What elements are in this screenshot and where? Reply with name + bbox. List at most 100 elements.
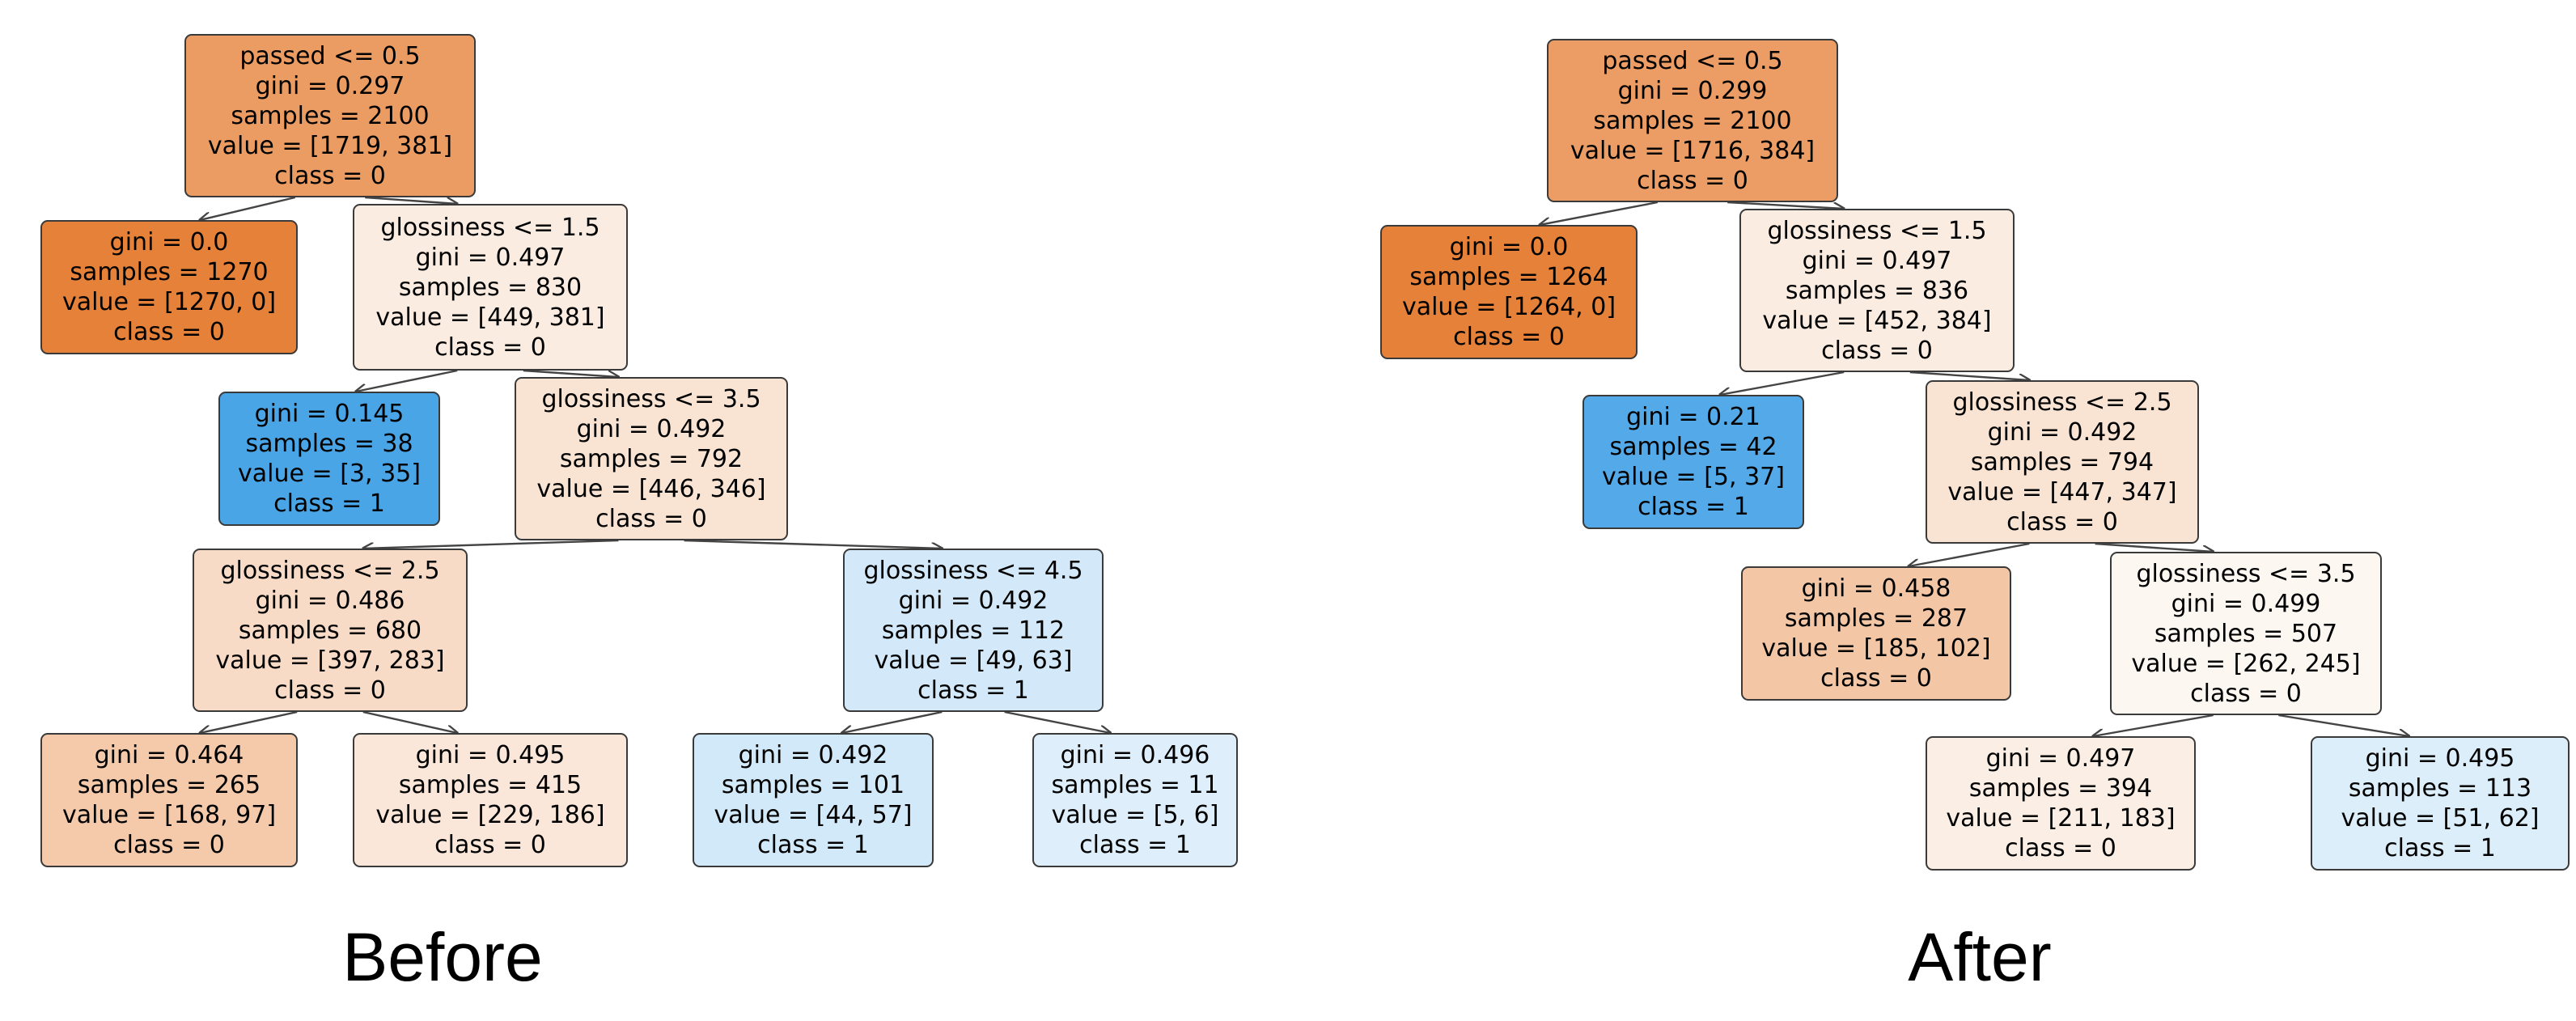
edge-b6-b9 — [842, 710, 943, 733]
node-text-line: class = 0 — [113, 318, 225, 346]
edge-a2-a3 — [1720, 371, 1845, 395]
node-text-line: value = [3, 35] — [238, 460, 421, 488]
node-text-line: value = [1716, 384] — [1570, 136, 1815, 165]
node-text-line: samples = 2100 — [231, 101, 430, 130]
edge-a6-a8 — [2278, 714, 2409, 736]
node-text-line: gini = 0.497 — [1985, 744, 2136, 773]
edge-b0-b2 — [365, 196, 457, 204]
node-text-line: samples = 11 — [1051, 771, 1219, 799]
node-text-line: class = 0 — [2190, 679, 2302, 708]
node-text-line: gini = 0.492 — [738, 741, 888, 769]
node-text-line: gini = 0.496 — [1060, 741, 1210, 769]
node-text-line: value = [5, 6] — [1051, 801, 1219, 829]
node-text-line: value = [1270, 0] — [61, 288, 277, 316]
node-text-line: gini = 0.492 — [1987, 417, 2137, 447]
node-text-line: glossiness <= 3.5 — [2136, 559, 2356, 588]
edge-a2-a4 — [1909, 371, 2030, 380]
edge-b4-b6 — [684, 539, 943, 549]
node-text-line: class = 0 — [1637, 166, 1748, 195]
node-text-line: gini = 0.495 — [415, 741, 566, 769]
node-text-line: class = 1 — [1079, 831, 1191, 859]
edge-b0-b1 — [200, 196, 296, 220]
node-text-line: gini = 0.492 — [576, 414, 727, 443]
node-text-line: value = [262, 245] — [2131, 649, 2361, 678]
node-text-line: class = 0 — [274, 676, 386, 705]
node-text-line: gini = 0.497 — [1802, 246, 1952, 275]
node-text-line: samples = 1270 — [70, 258, 269, 286]
node-text-line: gini = 0.464 — [94, 741, 244, 769]
node-text-line: class = 0 — [1821, 336, 1933, 365]
node-text-line: class = 1 — [273, 489, 385, 518]
node-text-line: samples = 394 — [1968, 774, 2153, 803]
node-text-line: value = [447, 347] — [1947, 477, 2177, 506]
node-text-line: samples = 101 — [721, 771, 905, 799]
node-text-line: samples = 112 — [881, 616, 1066, 645]
node-text-line: samples = 1264 — [1409, 263, 1608, 291]
node-text-line: glossiness <= 1.5 — [1767, 216, 1987, 245]
edge-a6-a7 — [2093, 714, 2214, 736]
edge-a0-a1 — [1540, 201, 1659, 225]
node-text-line: value = [449, 381] — [375, 303, 605, 332]
node-text-line: gini = 0.495 — [2365, 744, 2515, 773]
edge-b5-b7 — [200, 710, 298, 733]
edge-b4-b5 — [363, 539, 619, 549]
node-text-line: passed <= 0.5 — [239, 41, 421, 70]
caption-before: Before — [342, 919, 543, 995]
node-text-line: gini = 0.499 — [2171, 589, 2321, 618]
node-text-line: samples = 2100 — [1593, 106, 1792, 135]
node-text-line: class = 1 — [1638, 493, 1749, 521]
node-text-line: samples = 830 — [398, 273, 583, 302]
node-text-line: class = 0 — [274, 161, 386, 190]
node-text-line: samples = 415 — [398, 771, 583, 799]
edge-a4-a6 — [2095, 542, 2214, 552]
edge-b2-b4 — [523, 369, 619, 377]
node-text-line: value = [211, 183] — [1946, 804, 2176, 832]
node-text-line: gini = 0.0 — [109, 228, 229, 256]
node-text-line: value = [1264, 0] — [1401, 293, 1616, 321]
edge-a0-a2 — [1727, 201, 1844, 209]
node-text-line: gini = 0.486 — [255, 586, 405, 615]
node-text-line: glossiness <= 2.5 — [1952, 388, 2172, 417]
node-text-line: samples = 507 — [2154, 619, 2338, 648]
node-text-line: passed <= 0.5 — [1602, 46, 1783, 75]
node-text-line: samples = 794 — [1970, 447, 2154, 477]
node-text-line: glossiness <= 2.5 — [220, 556, 440, 585]
node-text-line: value = [51, 62] — [2341, 804, 2540, 832]
node-text-line: class = 0 — [1820, 664, 1932, 693]
node-text-line: gini = 0.21 — [1626, 403, 1760, 431]
node-text-line: class = 1 — [917, 676, 1029, 705]
edge-b6-b10 — [1004, 710, 1111, 733]
node-text-line: value = [168, 97] — [61, 801, 277, 829]
node-text-line: class = 1 — [757, 831, 869, 859]
node-text-line: samples = 265 — [77, 771, 261, 799]
node-text-line: samples = 287 — [1784, 604, 1968, 633]
node-text-line: gini = 0.145 — [254, 400, 405, 428]
node-text-line: glossiness <= 3.5 — [541, 384, 761, 413]
node-text-line: samples = 836 — [1785, 276, 1969, 305]
node-text-line: gini = 0.297 — [255, 71, 405, 100]
node-text-line: samples = 38 — [245, 430, 413, 458]
node-text-line: class = 0 — [2006, 507, 2118, 536]
node-text-line: value = [229, 186] — [375, 801, 605, 829]
node-text-line: class = 0 — [434, 831, 546, 859]
node-text-line: samples = 42 — [1609, 433, 1777, 461]
node-text-line: value = [397, 283] — [215, 646, 445, 675]
caption-after: After — [1908, 919, 2052, 995]
node-text-line: gini = 0.458 — [1801, 574, 1951, 603]
